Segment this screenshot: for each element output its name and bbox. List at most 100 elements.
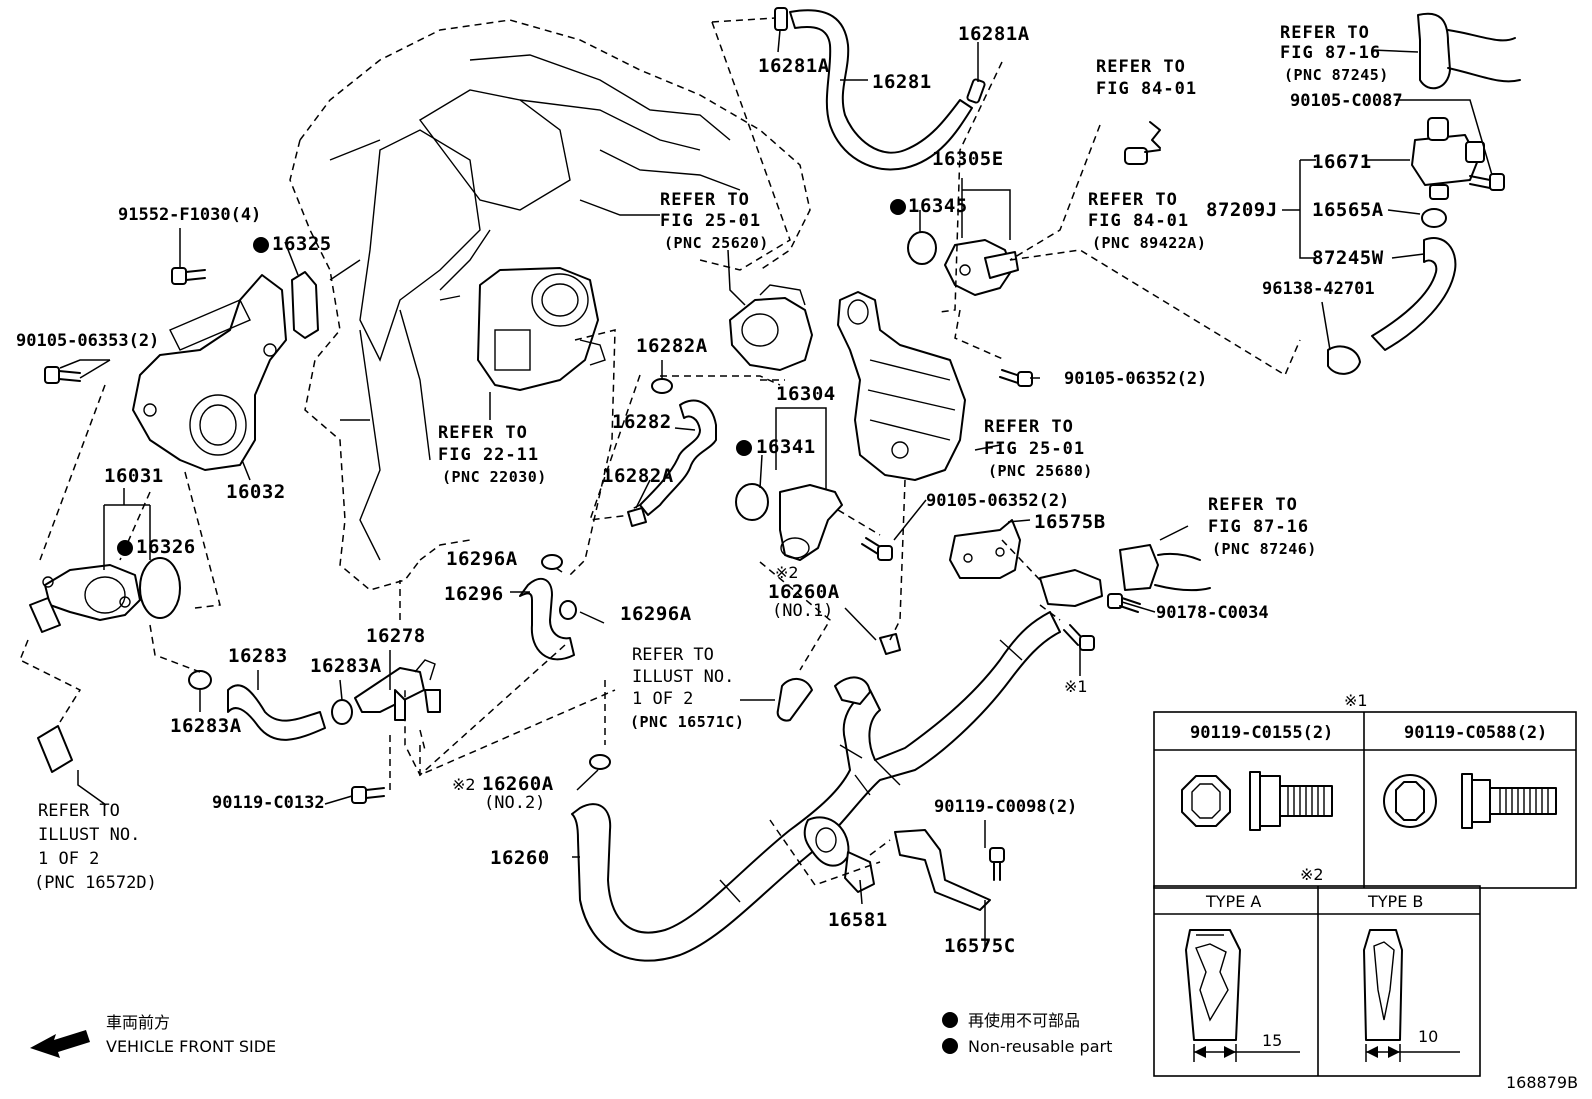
- non-reusable-dot-16341: [736, 440, 752, 456]
- svg-text:REFER TO: REFER TO: [660, 190, 750, 210]
- label-16305E: 16305E: [932, 148, 1004, 170]
- type-b-label: TYPE B: [1367, 892, 1423, 911]
- label-16260A-no1: 16260A: [768, 581, 840, 603]
- label-90105-06352-a: 90105-06352(2): [1064, 369, 1207, 389]
- hose-87245W: [1371, 237, 1457, 351]
- clamp-16283A-low: [188, 670, 212, 690]
- direction-jp: 車両前方: [106, 1013, 170, 1032]
- clip-16260A-no2: [589, 754, 611, 770]
- refer-fig-87-16-top: REFER TO FIG 87-16 (PNC 87245): [1280, 23, 1389, 84]
- flange-bolt-side-icon: [1461, 773, 1557, 829]
- svg-text:REFER TO: REFER TO: [1208, 495, 1298, 515]
- label-16326: 16326: [136, 536, 196, 558]
- label-16304: 16304: [776, 383, 836, 405]
- diagram-id: 168879B: [1506, 1073, 1578, 1092]
- label-91552: 91552-F1030(4): [118, 205, 261, 225]
- svg-text:REFER TO: REFER TO: [438, 423, 528, 443]
- label-16031: 16031: [104, 465, 164, 487]
- label-16282A-top: 16282A: [636, 335, 708, 357]
- legend-jp: 再使用不可部品: [968, 1011, 1080, 1030]
- legend-dot-jp: [942, 1012, 958, 1028]
- label-16260: 16260: [490, 847, 550, 869]
- connector-16305E: [944, 239, 1019, 296]
- bolt-90105-06352-right-icon: [999, 369, 1033, 387]
- label-16283A-mid: 16283A: [310, 655, 382, 677]
- water-outlet-16032: [132, 274, 287, 471]
- label-16283A-low: 16283A: [170, 715, 242, 737]
- label-87209J: 87209J: [1206, 199, 1278, 221]
- label-16282A-bot: 16282A: [602, 465, 674, 487]
- part-labels: 16281A 16281A 16281 16305E 16345 91552-F…: [16, 23, 1403, 957]
- label-16341: 16341: [756, 436, 816, 458]
- label-16581: 16581: [828, 909, 888, 931]
- svg-text:FIG 84-01: FIG 84-01: [1088, 211, 1189, 231]
- label-16032: 16032: [226, 481, 286, 503]
- label-16283: 16283: [228, 645, 288, 667]
- label-16281: 16281: [872, 71, 932, 93]
- svg-text:ILLUST NO.: ILLUST NO.: [38, 825, 140, 845]
- svg-text:(PNC 25620): (PNC 25620): [664, 234, 769, 252]
- label-16565A: 16565A: [1312, 199, 1384, 221]
- bolt-90105-06353-icon: [44, 366, 81, 384]
- label-16345: 16345: [908, 195, 968, 217]
- label-16278: 16278: [366, 625, 426, 647]
- table-star1: ※1 90119-C0155(2) 90119-C0588(2): [1153, 691, 1577, 889]
- flange-bolt-head-icon: [1383, 774, 1437, 828]
- leader-lines: [19, 17, 1493, 950]
- hose-branch-16571C: [776, 678, 813, 722]
- svg-text:FIG 87-16: FIG 87-16: [1280, 43, 1381, 63]
- dimension-10: 10: [1418, 1027, 1438, 1046]
- svg-text:(PNC 22030): (PNC 22030): [442, 468, 547, 486]
- refer-illust-16572D: REFER TO ILLUST NO. 1 OF 2 (PNC 16572D): [34, 801, 157, 893]
- table-star2-marker: ※2: [1300, 865, 1324, 884]
- bolt-90119-C0132-icon: [351, 786, 385, 804]
- gasket-16325: [291, 271, 319, 339]
- bolt-star1-icon: [1063, 624, 1095, 651]
- svg-text:(PNC 87245): (PNC 87245): [1284, 66, 1389, 84]
- label-90119-C0098: 90119-C0098(2): [934, 797, 1077, 817]
- label-96138: 96138-42701: [1262, 279, 1375, 299]
- svg-text:FIG 87-16: FIG 87-16: [1208, 517, 1309, 537]
- dimension-15: 15: [1262, 1031, 1282, 1050]
- refer-illust-16571C: REFER TO ILLUST NO. 1 OF 2 (PNC 16571C): [630, 645, 744, 731]
- label-16296: 16296: [444, 583, 504, 605]
- dimension-type-b: [1365, 1044, 1460, 1062]
- svg-text:REFER TO: REFER TO: [1280, 23, 1370, 43]
- label-90119-C0132: 90119-C0132: [212, 793, 325, 813]
- clamp-16296A-top: [541, 554, 563, 570]
- bracket-16575C: [894, 829, 991, 911]
- non-reusable-dot-16325: [253, 237, 269, 253]
- svg-text:1 OF 2: 1 OF 2: [38, 849, 99, 869]
- star2-marker-16260A-1: ※2: [775, 563, 799, 582]
- label-16671: 16671: [1312, 151, 1372, 173]
- bolt-91552-icon: [171, 267, 206, 285]
- svg-text:REFER TO: REFER TO: [38, 801, 120, 821]
- gasket-16326: [139, 557, 181, 619]
- label-16281A-top: 16281A: [758, 55, 830, 77]
- svg-text:FIG 25-01: FIG 25-01: [984, 439, 1085, 459]
- svg-text:(PNC 87246): (PNC 87246): [1212, 540, 1317, 558]
- svg-text:REFER TO: REFER TO: [1088, 190, 1178, 210]
- refer-fig-25-01-a: REFER TO FIG 25-01 (PNC 25620): [660, 190, 769, 252]
- svg-text:FIG 22-11: FIG 22-11: [438, 445, 539, 465]
- hex-bolt-head-icon: [1181, 775, 1231, 827]
- egr-cooler: [837, 291, 966, 481]
- label-16575C: 16575C: [944, 935, 1016, 957]
- clamp-16282A-bot: [627, 507, 647, 527]
- clamp-16296A-right: [559, 600, 577, 620]
- label-16281A-right: 16281A: [958, 23, 1030, 45]
- table-star1-marker: ※1: [1344, 691, 1368, 710]
- svg-text:REFER TO: REFER TO: [1096, 57, 1186, 77]
- clip-type-b-icon: [1363, 929, 1403, 1041]
- refer-fig-87-16-mid: REFER TO FIG 87-16 (PNC 87246): [1208, 495, 1317, 558]
- refer-fig-25-01-b: REFER TO FIG 25-01 (PNC 25680): [984, 417, 1092, 480]
- star2-marker-16260A-2: ※2: [452, 775, 476, 794]
- hose-16572D: [37, 725, 73, 773]
- clip-type-a-icon: [1185, 929, 1241, 1041]
- o-ring-16341: [735, 483, 769, 521]
- engine-outline: [289, 19, 811, 591]
- fitting-16671: [1411, 117, 1485, 200]
- clamp-16283A-mid: [331, 699, 353, 725]
- bracket-16575B: [949, 519, 1021, 579]
